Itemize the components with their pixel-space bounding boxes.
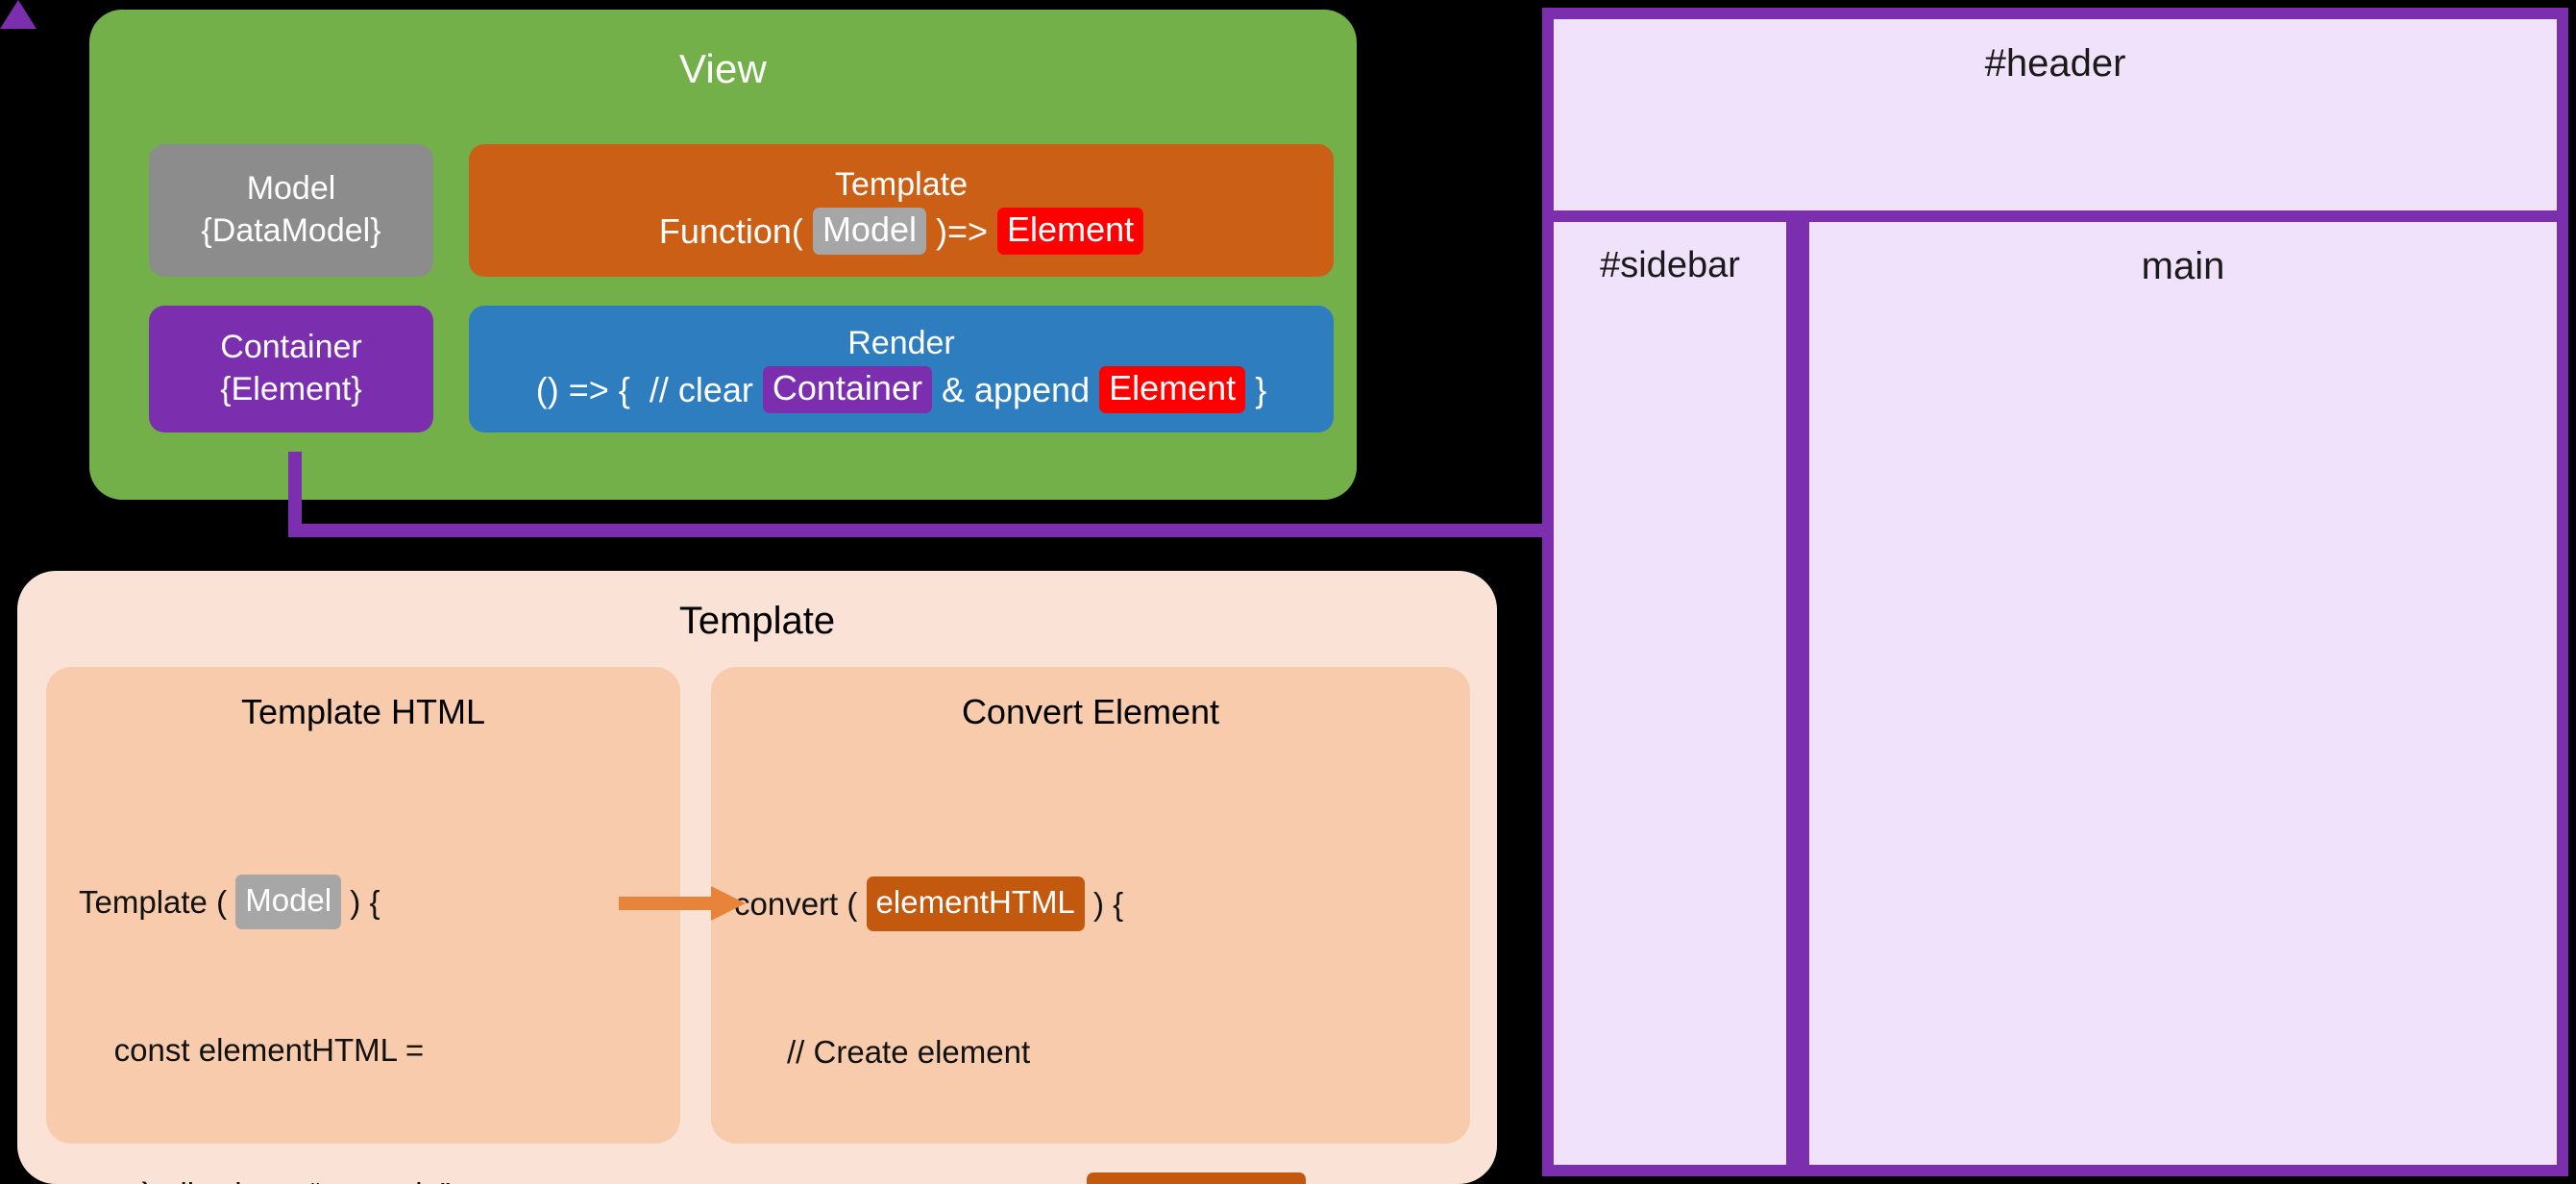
render-function-code: () => { // clear Container & append Elem… (536, 366, 1266, 413)
chip-element: Element (1099, 366, 1246, 413)
chip-container: Container (762, 366, 932, 413)
wireframe-sidebar: #sidebar (1542, 210, 1798, 1176)
code-line: `<div class=“example”> (79, 1171, 661, 1184)
code-text: Template ( (79, 883, 236, 920)
flow-arrow-icon (619, 886, 746, 921)
view-title: View (678, 46, 768, 91)
code-line: const elementHTML = (79, 1031, 425, 1068)
code-text: ) { (341, 883, 380, 920)
connector-vertical-left (288, 452, 302, 529)
chip-elementhtml: elementHTML (1087, 1172, 1306, 1184)
render-code-prefix: () => { // clear (535, 369, 763, 409)
model-box-line1: Model (246, 170, 336, 208)
wireframe-header-label: #header (1984, 42, 2126, 85)
code-line: convert ( elementHTML ) { (734, 876, 1451, 932)
code-text: convert ( (734, 885, 867, 922)
model-box: Model {DataModel} (149, 144, 433, 277)
convert-element-box: Convert Element convert ( elementHTML ) … (711, 667, 1470, 1184)
template-panel-title: Template (678, 600, 836, 642)
wireframe-sidebar-label: #sidebar (1600, 245, 1740, 285)
code-line: // Create element (734, 1033, 1031, 1070)
code-line: // Set inner HTML to elementHTML (734, 1172, 1451, 1184)
container-box-line2: {Element} (220, 371, 362, 407)
wireframe-header: #header (1542, 8, 2568, 222)
chip-model: Model (812, 208, 926, 255)
model-box-line2: {DataModel} (201, 212, 381, 249)
template-html-title: Template HTML (240, 692, 486, 731)
connector-horizontal (288, 524, 1685, 537)
code-line: Template ( Model ) { (79, 875, 661, 930)
render-code-post: } (1245, 369, 1267, 409)
chip-element: Element (997, 208, 1144, 255)
render-function-box: Render () => { // clear Container & appe… (469, 306, 1334, 432)
wireframe-main: main (1798, 210, 2568, 1176)
chip-model: Model (235, 875, 342, 930)
template-code-mid: )=> (926, 210, 998, 251)
wireframe-main-label: main (2141, 245, 2225, 287)
template-code-prefix: Function( (658, 210, 813, 251)
template-html-box: Template HTML Template ( Model ) { const… (46, 667, 680, 1184)
template-function-box: Template Function( Model )=> Element (469, 144, 1334, 277)
template-function-code: Function( Model )=> Element (658, 208, 1144, 255)
render-function-title: Render (847, 325, 955, 361)
convert-element-title: Convert Element (961, 692, 1220, 731)
chip-elementhtml: elementHTML (866, 876, 1085, 932)
container-box: Container {Element} (149, 306, 433, 432)
render-code-mid: & append (931, 369, 1100, 409)
container-box-line1: Container (220, 329, 362, 366)
template-function-title: Template (835, 166, 968, 203)
code-text: // Set inner HTML to (734, 1176, 1087, 1184)
convert-element-code: convert ( elementHTML ) { // Create elem… (734, 780, 1451, 1184)
code-text: ) { (1084, 885, 1124, 922)
connector-arrowhead-icon (0, 0, 37, 29)
template-html-code: Template ( Model ) { const elementHTML =… (79, 778, 661, 1184)
